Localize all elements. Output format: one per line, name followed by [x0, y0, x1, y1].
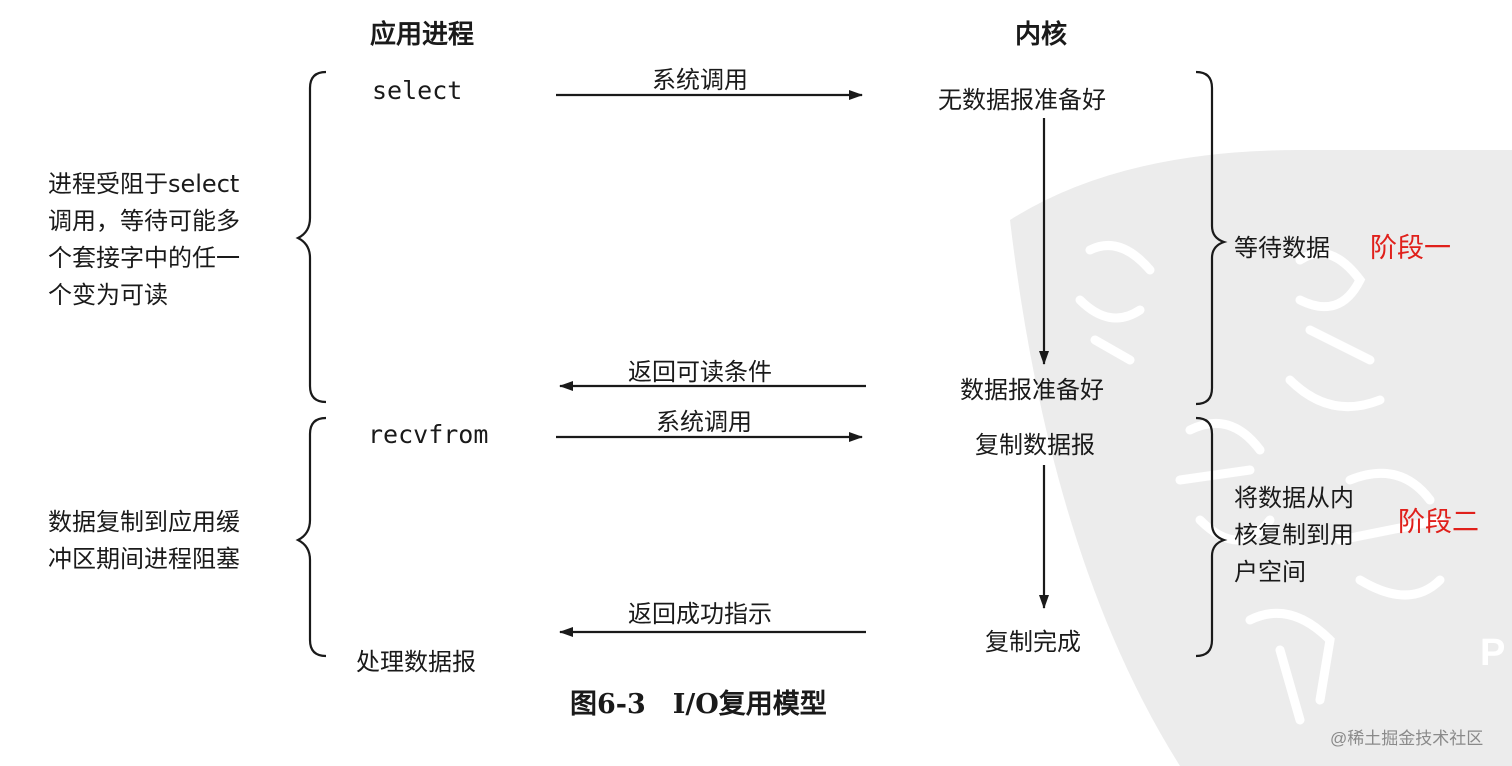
label-syscall-1: 系统调用 [652, 66, 748, 94]
svg-text:P: P [1480, 632, 1505, 674]
state-no-datagram: 无数据报准备好 [938, 86, 1106, 114]
brace-right-wait [1195, 70, 1228, 406]
label-return-success: 返回成功指示 [628, 600, 772, 628]
state-copy-done: 复制完成 [985, 628, 1081, 656]
label-syscall-2: 系统调用 [656, 408, 752, 436]
call-select: select [372, 76, 463, 105]
brace-left-select [295, 70, 327, 404]
brace-right-copy [1195, 416, 1228, 658]
site-watermark: @稀土掘金技术社区 [1330, 729, 1484, 748]
note-wait-data: 等待数据 [1234, 234, 1330, 262]
stage-one-label: 阶段一 [1370, 233, 1451, 264]
note-blocked-copy: 数据复制到应用缓 冲区期间进程阻塞 [48, 508, 240, 573]
stage-two-label: 阶段二 [1398, 507, 1479, 538]
header-app-process: 应用进程 [370, 20, 475, 50]
brace-left-recvfrom [295, 416, 327, 658]
state-datagram-ready: 数据报准备好 [960, 376, 1104, 404]
header-kernel: 内核 [1015, 20, 1068, 50]
note-copy-to-user: 将数据从内 核复制到用 户空间 [1234, 484, 1354, 586]
call-recvfrom: recvfrom [368, 420, 489, 449]
process-datagram: 处理数据报 [356, 648, 476, 676]
label-return-readable: 返回可读条件 [628, 358, 772, 386]
figure-caption: 图6-3 I/O复用模型 [570, 689, 827, 720]
note-blocked-select: 进程受阻于select 调用，等待可能多 个套接字中的任一 个变为可读 [48, 170, 240, 309]
state-copy-datagram: 复制数据报 [975, 431, 1095, 459]
